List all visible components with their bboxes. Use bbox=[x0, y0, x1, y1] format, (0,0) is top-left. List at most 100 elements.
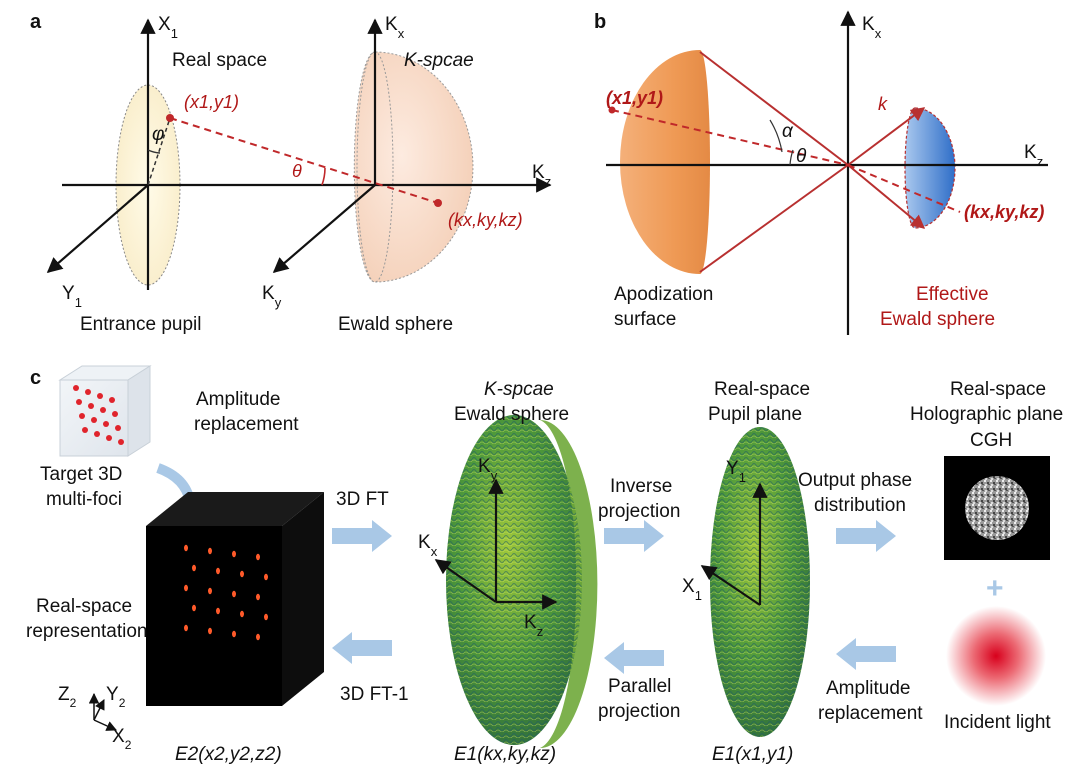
target-focus-dot bbox=[109, 397, 115, 403]
arrow-output-phase bbox=[836, 520, 896, 552]
label-pupil-2: Pupil plane bbox=[708, 404, 802, 425]
label-k-b: k bbox=[878, 94, 888, 114]
label-target-2: multi-foci bbox=[46, 489, 122, 510]
label-point-real-b: (x1,y1) bbox=[606, 88, 663, 108]
cube-focus-dot bbox=[232, 590, 236, 598]
label-e2: E2(x2,y2,z2) bbox=[175, 744, 282, 765]
arrow-parallel-projection bbox=[604, 642, 664, 674]
cube-focus-dot bbox=[184, 584, 188, 592]
cube-focus-dot bbox=[208, 627, 212, 635]
target-focus-dot bbox=[79, 413, 85, 419]
target-focus-dot bbox=[82, 427, 88, 433]
label-apod-1: Apodization bbox=[614, 284, 713, 305]
label-par-1: Parallel bbox=[608, 676, 671, 697]
cube-focus-dot bbox=[208, 587, 212, 595]
incident-light-spot bbox=[946, 606, 1046, 706]
label-eff-2: Ewald sphere bbox=[880, 309, 995, 330]
target-focus-dot bbox=[103, 421, 109, 427]
cube-focus-dot bbox=[240, 610, 244, 618]
label-phi: φ bbox=[152, 124, 164, 145]
label-kspace-1: K-spcae bbox=[484, 379, 554, 400]
target-focus-dot bbox=[115, 425, 121, 431]
ray-center-in bbox=[611, 109, 849, 166]
label-real-space: Real space bbox=[172, 50, 267, 71]
target-focus-dot bbox=[94, 431, 100, 437]
effective-ewald-sphere bbox=[904, 107, 956, 229]
target-focus-dot bbox=[76, 399, 82, 405]
target-focus-dot bbox=[106, 435, 112, 441]
target-focus-dot bbox=[100, 407, 106, 413]
ewald-hemisphere bbox=[353, 51, 474, 283]
theta-arc-b bbox=[789, 149, 794, 166]
label-eff-1: Effective bbox=[916, 284, 989, 305]
cube-focus-dot bbox=[184, 544, 188, 552]
cube-focus-dot bbox=[240, 570, 244, 578]
label-theta-b: θ bbox=[796, 146, 807, 167]
point-real bbox=[166, 114, 174, 122]
label-par-2: projection bbox=[598, 701, 680, 722]
label-real-rep-1: Real-space bbox=[36, 596, 132, 617]
cube-focus-dot bbox=[208, 547, 212, 555]
ray-top-out bbox=[847, 107, 926, 166]
label-out-1: Output phase bbox=[798, 470, 912, 491]
label-kspace-2: Ewald sphere bbox=[454, 404, 569, 425]
arrow-3d-ft bbox=[332, 520, 392, 552]
label-z2: Z2 bbox=[58, 684, 77, 710]
cube-focus-dot bbox=[192, 564, 196, 572]
label-kx-b: Kx bbox=[862, 14, 882, 41]
cube-focus-dot bbox=[192, 604, 196, 612]
label-holo-1: Real-space bbox=[950, 379, 1046, 400]
label-point-real: (x1,y1) bbox=[184, 92, 239, 112]
label-y1: Y1 bbox=[62, 283, 82, 310]
label-inv-2: projection bbox=[598, 501, 680, 522]
phi-arc bbox=[147, 149, 161, 154]
point-k bbox=[434, 199, 442, 207]
label-apod-2: surface bbox=[614, 309, 676, 330]
panel-b-tag: b bbox=[594, 11, 606, 33]
label-amp-top-2: replacement bbox=[194, 414, 299, 435]
label-cgh: CGH bbox=[970, 430, 1012, 451]
label-ky-c: Ky bbox=[478, 456, 498, 483]
cube-focus-dot bbox=[256, 553, 260, 561]
label-point-k: (kx,ky,kz) bbox=[448, 210, 523, 230]
label-amp-top-1: Amplitude bbox=[196, 389, 281, 410]
label-e1x: E1(x1,y1) bbox=[712, 744, 793, 765]
label-amp-bot-1: Amplitude bbox=[826, 678, 911, 699]
ray-bottom-out bbox=[847, 164, 926, 229]
label-kz-c: Kz bbox=[524, 612, 543, 639]
target-focus-dot bbox=[88, 403, 94, 409]
label-kx: Kx bbox=[385, 14, 405, 41]
label-kz-b: Kz bbox=[1024, 142, 1043, 169]
label-y2: Y2 bbox=[106, 684, 126, 710]
xyz2-axes bbox=[88, 692, 117, 731]
cube-focus-dot bbox=[216, 567, 220, 575]
label-amp-bot-2: replacement bbox=[818, 703, 923, 724]
label-target-1: Target 3D bbox=[40, 464, 122, 485]
apodization-surface bbox=[620, 50, 710, 274]
plus-sign: + bbox=[986, 572, 1004, 605]
label-3d-ft: 3D FT bbox=[336, 489, 389, 510]
label-ky: Ky bbox=[262, 283, 282, 310]
target-focus-dot bbox=[112, 411, 118, 417]
cube-focus-dot bbox=[232, 550, 236, 558]
target-focus-dot bbox=[73, 385, 79, 391]
label-inv-1: Inverse bbox=[610, 476, 672, 497]
k-space-ellipsoid bbox=[446, 415, 598, 748]
label-theta: θ bbox=[292, 161, 302, 181]
label-out-2: distribution bbox=[814, 495, 906, 516]
ray-top-in bbox=[699, 51, 849, 166]
ray-bottom-in bbox=[699, 164, 849, 273]
label-y1-c: Y1 bbox=[726, 458, 746, 485]
label-pupil-1: Real-space bbox=[714, 379, 810, 400]
axis-x1-c bbox=[700, 565, 761, 606]
panel-c-tag: c bbox=[30, 367, 41, 389]
target-focus-dot bbox=[97, 393, 103, 399]
label-3d-ift: 3D FT-1 bbox=[340, 684, 409, 705]
phi-radius bbox=[147, 117, 171, 186]
alpha-arc-b bbox=[769, 119, 783, 153]
panel-a: a X1 Kx Kz Y1 Ky Real space K-spcae (x1,… bbox=[30, 11, 552, 335]
target-focus-dot bbox=[118, 439, 124, 445]
cube-focus-dot bbox=[232, 630, 236, 638]
label-kx-c: Kx bbox=[418, 532, 438, 559]
